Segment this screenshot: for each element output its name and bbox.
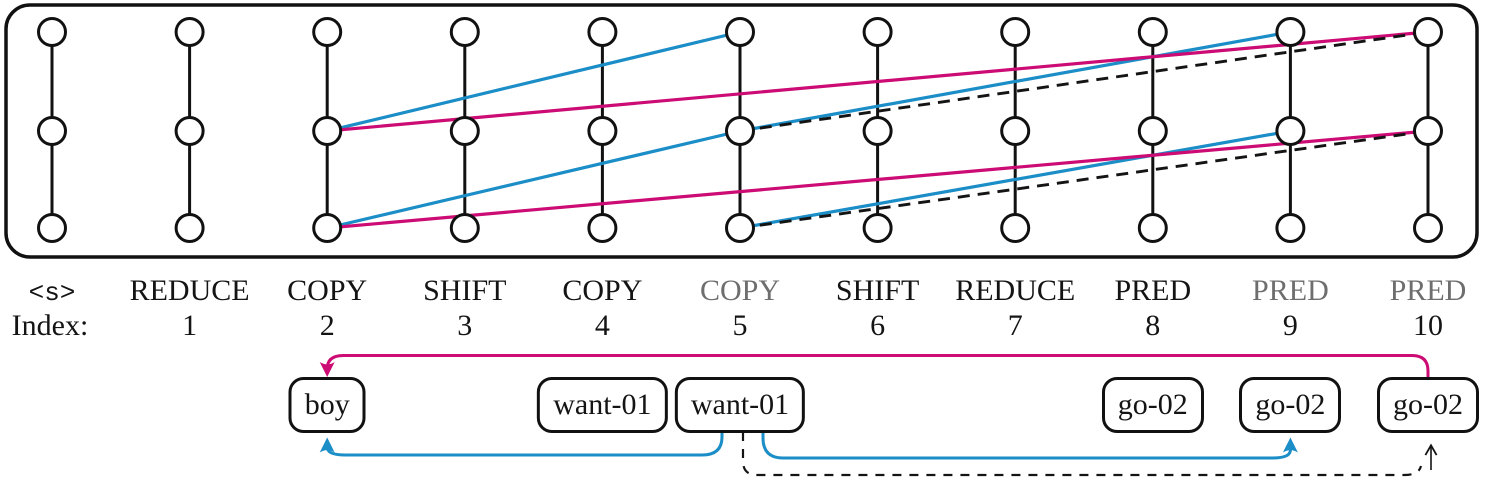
action-label-5: COPY: [699, 274, 781, 307]
stack-node-5-mid: [725, 116, 755, 146]
pointer-edge-magenta-4: [327, 30, 1429, 133]
arc-dashed-black: [741, 432, 1423, 477]
stack-node-5-top: [725, 17, 755, 47]
amr-node-box-5: go-02: [1377, 377, 1479, 433]
stack-node-3-top: [449, 17, 480, 47]
index-value-10: 10: [1413, 309, 1443, 342]
amr-node-label: go-02: [1255, 388, 1326, 421]
arc-left-blue: [319, 432, 724, 457]
pointer-edge-black-7: [739, 129, 1429, 230]
action-label-3: SHIFT: [423, 274, 507, 307]
stack-node-9-top: [1275, 17, 1306, 47]
stack-node-10-bot: [1413, 213, 1443, 243]
index-value-7: 7: [1007, 309, 1023, 342]
stack-node-1-mid: [174, 116, 205, 146]
index-row-caption: Index:: [11, 309, 89, 342]
stack-node-8-mid: [1137, 116, 1168, 146]
action-label-2: COPY: [287, 274, 368, 307]
index-value-8: 8: [1145, 309, 1161, 342]
pointer-edge-blue-3: [739, 129, 1291, 230]
stack-node-3-bot: [449, 213, 480, 243]
stack-node-6-mid: [862, 116, 893, 146]
pointer-edge-blue-2: [739, 30, 1291, 133]
amr-node-box-4: go-02: [1239, 377, 1342, 433]
index-value-9: 9: [1282, 309, 1298, 342]
pointer-edge-blue-0: [326, 30, 741, 133]
stack-node-6-bot: [862, 213, 893, 243]
state-grid-border: [4, 3, 1479, 259]
stack-node-0-mid: [37, 116, 67, 146]
stack-node-8-bot: [1137, 213, 1168, 243]
amr-node-box-0: boy: [288, 377, 366, 433]
action-label-10: PRED: [1389, 274, 1467, 307]
stack-node-4-bot: [587, 213, 618, 243]
stack-node-7-top: [1000, 17, 1031, 47]
stack-node-8-top: [1137, 17, 1168, 47]
index-value-2: 2: [319, 309, 335, 342]
amr-node-label: want-01: [690, 388, 790, 421]
index-value-3: 3: [457, 309, 473, 342]
stack-node-3-mid: [449, 116, 480, 146]
stack-node-4-mid: [587, 116, 618, 146]
action-label-1: REDUCE: [129, 274, 250, 307]
pointer-edge-blue-1: [326, 129, 741, 230]
amr-node-label: go-02: [1393, 388, 1463, 421]
amr-node-box-2: want-01: [674, 377, 806, 433]
stack-node-2-bot: [312, 213, 343, 243]
stack-node-0-bot: [37, 213, 67, 243]
arc-right-blue: [761, 432, 1298, 460]
action-label-6: SHIFT: [835, 274, 920, 307]
pointer-edge-black-6: [739, 30, 1429, 133]
stack-node-2-mid: [312, 116, 343, 146]
amr-node-box-3: go-02: [1101, 377, 1204, 433]
amr-node-label: boy: [304, 388, 350, 421]
action-label-7: REDUCE: [955, 274, 1076, 307]
index-value-4: 4: [594, 309, 610, 342]
stack-node-5-bot: [725, 213, 755, 243]
action-label-8: PRED: [1114, 274, 1192, 307]
stack-node-0-top: [37, 17, 67, 47]
stack-node-7-bot: [1000, 213, 1031, 243]
stack-node-9-bot: [1275, 213, 1306, 243]
stack-node-10-top: [1413, 17, 1443, 47]
stack-node-1-top: [174, 17, 205, 47]
amr-node-label: want-01: [553, 388, 652, 421]
action-label-0: <s>: [28, 278, 76, 308]
stack-node-2-top: [312, 17, 343, 47]
action-label-4: COPY: [562, 274, 643, 307]
amr-node-label: go-02: [1117, 388, 1188, 421]
stack-node-1-bot: [174, 213, 205, 243]
amr-node-box-1: want-01: [537, 377, 668, 433]
pointer-edge-magenta-5: [327, 129, 1429, 230]
index-value-5: 5: [732, 309, 748, 342]
index-value-6: 6: [870, 309, 886, 342]
stack-node-6-top: [862, 17, 893, 47]
stack-node-9-mid: [1275, 116, 1306, 146]
index-value-1: 1: [182, 309, 198, 342]
action-label-9: PRED: [1252, 274, 1329, 307]
stack-node-4-top: [587, 17, 618, 47]
arc-top-magenta: [319, 354, 1430, 380]
stack-node-10-mid: [1413, 116, 1443, 146]
stack-node-7-mid: [1000, 116, 1031, 146]
